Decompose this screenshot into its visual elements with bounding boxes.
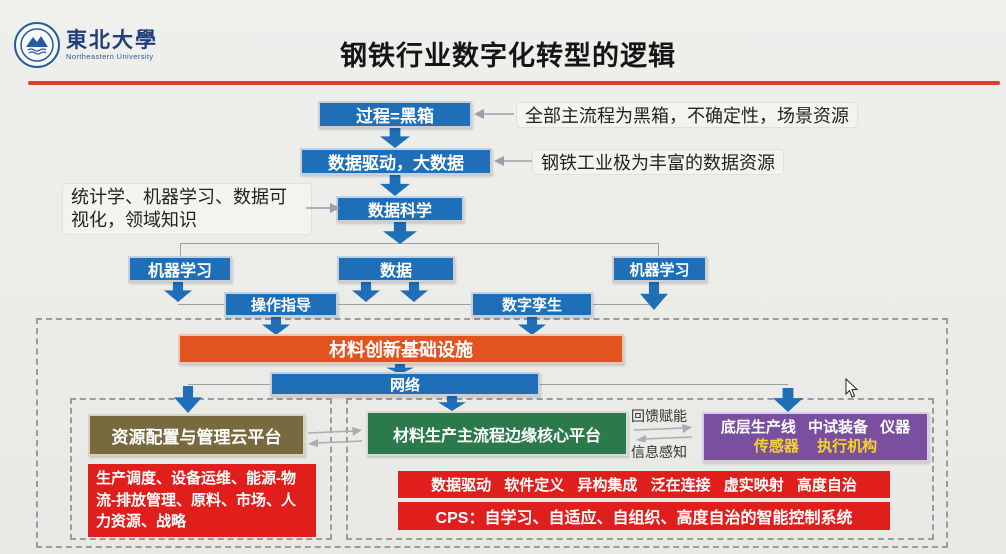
device-line1: 底层生产线 中试装备 仪器 xyxy=(720,418,911,436)
left-dashed-container xyxy=(70,398,332,540)
annotation-rich-data: 钢铁工业极为丰富的数据资源 xyxy=(532,149,784,175)
down-arrow-icon xyxy=(380,128,410,148)
node-data: 数据 xyxy=(337,256,455,282)
box-management-items: 生产调度、设备运维、能源-物流-排放管理、原料、市场、人力资源、战略 xyxy=(88,464,316,537)
left-arrow-icon xyxy=(494,156,532,166)
branch-line xyxy=(658,243,659,256)
down-arrow-icon xyxy=(164,282,192,302)
down-arrow-icon xyxy=(640,282,668,310)
page-title: 钢铁行业数字化转型的逻辑 xyxy=(340,41,676,71)
university-seal-icon xyxy=(14,22,60,68)
outer-dashed-container xyxy=(36,318,948,548)
bidirectional-arrows-icon xyxy=(633,424,693,442)
down-arrow-icon xyxy=(383,222,417,244)
node-process-blackbox: 过程=黑箱 xyxy=(318,101,472,128)
box-platform-features: 数据驱动 软件定义 异构集成 泛在连接 虚实映射 高度自治 xyxy=(398,471,890,498)
down-arrow-icon xyxy=(386,363,414,374)
center-dashed-container xyxy=(346,398,934,540)
annotation-methods: 统计学、机器学习、数据可视化，领域知识 xyxy=(62,183,312,235)
node-digital-twin: 数字孪生 xyxy=(471,292,593,317)
node-operation-guide: 操作指导 xyxy=(224,292,338,317)
logo-text-en: Northeastern University xyxy=(66,52,154,62)
mouse-cursor-icon xyxy=(845,378,859,398)
node-machine-learning-left: 机器学习 xyxy=(128,256,232,282)
branch-line xyxy=(188,384,270,385)
title-underline xyxy=(28,81,1000,85)
label-perception: 信息感知 xyxy=(631,444,687,460)
node-data-science: 数据科学 xyxy=(336,196,464,222)
branch-line xyxy=(180,243,658,244)
node-material-infrastructure: 材料创新基础设施 xyxy=(178,334,624,364)
down-arrow-icon xyxy=(352,282,380,302)
branch-line xyxy=(178,304,658,305)
node-resource-cloud-platform: 资源配置与管理云平台 xyxy=(88,414,305,456)
node-data-driven: 数据驱动，大数据 xyxy=(300,148,492,175)
university-logo: 東北大學 Northeastern University xyxy=(14,22,158,68)
branch-line xyxy=(180,243,181,256)
logo-text-cn: 東北大學 xyxy=(66,27,158,52)
box-cps-definition: CPS：自学习、自适应、自组织、高度自治的智能控制系统 xyxy=(398,502,890,530)
down-arrow-icon xyxy=(400,282,428,302)
node-edge-core-platform: 材料生产主流程边缘核心平台 xyxy=(366,411,628,456)
annotation-blackbox: 全部主流程为黑箱，不确定性，场景资源 xyxy=(516,102,858,128)
bidirectional-arrows-icon xyxy=(307,427,363,447)
left-arrow-icon xyxy=(474,109,514,119)
right-arrow-icon xyxy=(306,203,340,213)
down-arrow-icon xyxy=(380,175,410,196)
node-network: 网络 xyxy=(270,372,540,396)
label-feedback: 回馈赋能 xyxy=(631,408,687,424)
branch-line xyxy=(540,384,788,385)
device-line2: 传感器 执行机构 xyxy=(753,438,878,455)
node-machine-learning-right: 机器学习 xyxy=(612,256,707,282)
node-production-line-devices: 底层生产线 中试装备 仪器 传感器 执行机构 xyxy=(702,412,929,462)
